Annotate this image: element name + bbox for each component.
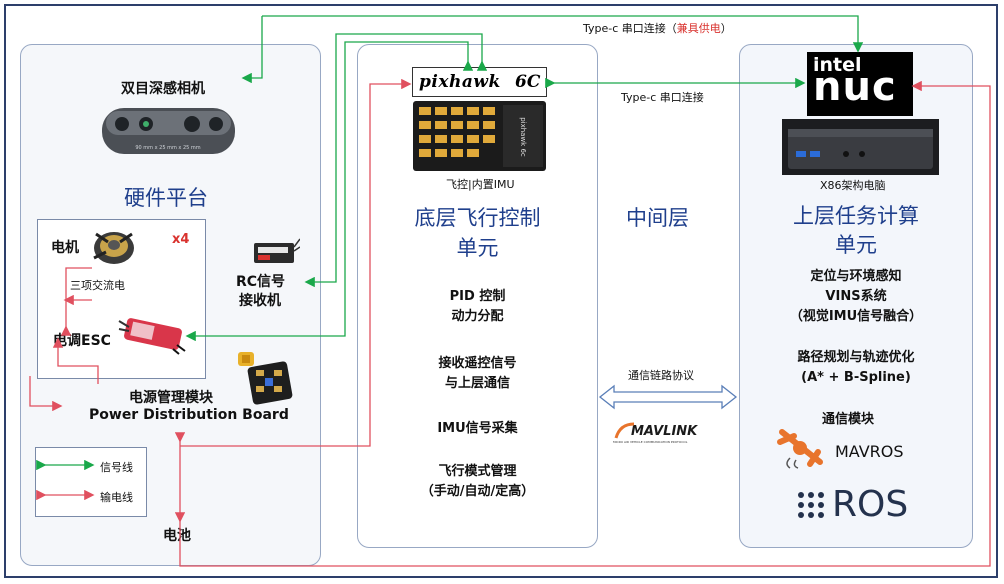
top-link-prefix: Type-c 串口连接（ bbox=[583, 22, 677, 35]
ros-dots-icon bbox=[797, 491, 825, 519]
protocol-label: 通信链路协议 bbox=[628, 369, 694, 382]
middle-title: 中间层 bbox=[626, 206, 689, 230]
legend-power-label: 输电线 bbox=[100, 491, 133, 504]
esc-image bbox=[117, 315, 187, 355]
camera-nuc-line bbox=[262, 15, 864, 53]
fc-item-2-line2: 与上层通信 bbox=[444, 376, 510, 391]
top-link-highlight: 兼具供电 bbox=[676, 22, 721, 35]
fc-item-2-line1: 接收遥控信号 bbox=[438, 356, 517, 371]
battery-label: 电池 bbox=[163, 528, 191, 544]
plan-line2: (A* + B-Spline) bbox=[801, 370, 911, 385]
pdb-label-en: Power Distribution Board bbox=[89, 407, 289, 423]
intel-text: intel bbox=[813, 54, 862, 76]
fc-item-4-line2: （手动/自动/定高） bbox=[420, 484, 535, 499]
camera-caption: 90 mm x 25 mm x 25 mm bbox=[135, 145, 200, 151]
power-lines bbox=[29, 78, 991, 567]
comm-label: 通信模块 bbox=[822, 412, 875, 427]
nuc-caption: X86架构电脑 bbox=[820, 179, 886, 192]
ros-label: ROS bbox=[832, 484, 909, 525]
upper-title-line1: 上层任务计算 bbox=[793, 204, 919, 228]
mavlink-logo: MAVLINK bbox=[631, 424, 698, 439]
pdb-image bbox=[234, 350, 300, 408]
esc-motor-line bbox=[60, 267, 92, 336]
pixhawk-logo-badge: 6C bbox=[515, 72, 541, 92]
nuc-text: nuc bbox=[813, 64, 897, 110]
battery-fc-line bbox=[180, 78, 412, 447]
top-link-suffix: ） bbox=[720, 22, 732, 35]
esc-fc-line bbox=[185, 41, 474, 342]
legend bbox=[35, 447, 147, 517]
legend-signal-label: 信号线 bbox=[100, 461, 133, 474]
board-text: pixhawk 6c bbox=[519, 117, 527, 157]
camera-label: 双目深感相机 bbox=[121, 81, 205, 97]
pdb-esc-line bbox=[52, 337, 99, 384]
esc-label: 电调ESC bbox=[53, 333, 111, 349]
plan-line1: 路径规划与轨迹优化 bbox=[797, 350, 915, 365]
mavros-drone-icon bbox=[776, 424, 828, 470]
mavlink-swoosh bbox=[614, 422, 635, 439]
pdb-side-line bbox=[29, 376, 63, 412]
signal-lines bbox=[185, 15, 864, 342]
camera-drop-line bbox=[241, 16, 263, 84]
nuc-computer-image bbox=[782, 119, 939, 175]
motor-count: x4 bbox=[172, 232, 190, 247]
mavlink-sub: MICRO AIR VEHICLE COMMUNICATION PROTOCOL bbox=[613, 440, 688, 444]
loc-line2: VINS系统 bbox=[825, 289, 887, 304]
mavros-label: MAVROS bbox=[835, 442, 904, 461]
mid-link-label: Type-c 串口连接 bbox=[621, 91, 704, 104]
pdb-label-cn: 电源管理模块 bbox=[129, 390, 213, 406]
top-link-label: Type-c 串口连接（兼具供电） bbox=[583, 20, 732, 36]
fc-item-4-line1: 飞行模式管理 bbox=[438, 464, 517, 479]
motor-image bbox=[88, 224, 140, 268]
battery-nuc-line bbox=[179, 80, 991, 567]
loc-line3: （视觉IMU信号融合） bbox=[789, 309, 923, 324]
ac-label: 三项交流电 bbox=[70, 279, 125, 292]
protocol-double-arrow bbox=[598, 384, 738, 410]
motor-label: 电机 bbox=[51, 240, 79, 256]
loc-line1: 定位与环境感知 bbox=[810, 269, 902, 284]
rc-fc-line bbox=[304, 33, 488, 288]
intel-nuc-logo: intel nuc bbox=[807, 52, 913, 116]
upper-title-line2: 单元 bbox=[835, 233, 877, 257]
fc-item-3-line1: IMU信号采集 bbox=[437, 421, 518, 436]
